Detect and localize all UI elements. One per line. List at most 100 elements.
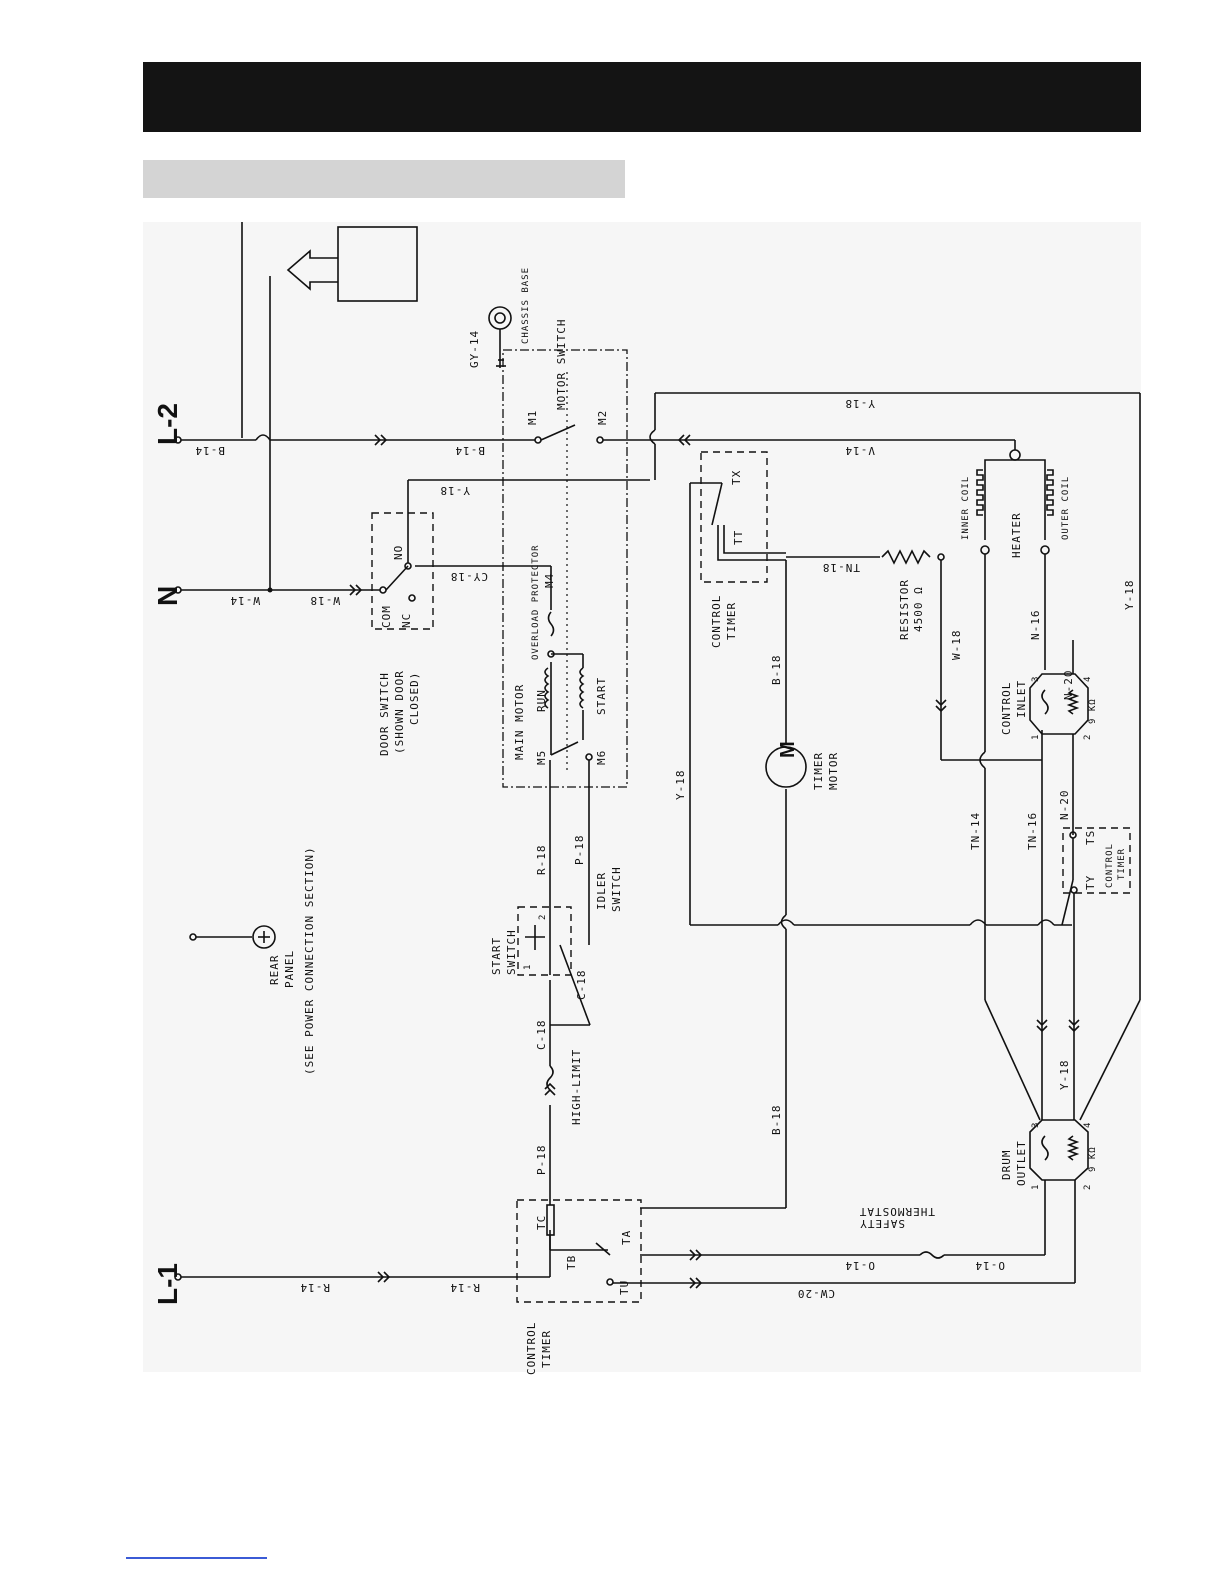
header-bar (143, 62, 1141, 132)
tb-label: TB (565, 1255, 578, 1270)
idler-switch-label-1: IDLER (595, 872, 608, 910)
drum-resistor: 9 KΩ (1088, 1146, 1098, 1172)
inlet-resistor: 9 KΩ (1088, 698, 1098, 724)
tt-label: TT (732, 530, 745, 545)
wire-b18-upper: B-18 (770, 655, 783, 686)
no-label: NO (392, 545, 405, 560)
high-limit-label: HIGH-LIMIT (570, 1049, 583, 1125)
wire-tn16: TN-16 (1026, 812, 1039, 850)
wire-cw20: CW-20 (797, 1287, 835, 1300)
com-label: COM (380, 605, 393, 628)
door-shown-label: (SHOWN DOOR (393, 670, 406, 754)
control-inlet-label-2: INLET (1015, 680, 1028, 718)
drum-pin-1: 1 (1031, 1184, 1041, 1190)
control-timer-lower-2: TIMER (1117, 848, 1127, 880)
wire-tn14: TN-14 (969, 812, 982, 850)
rear-panel-ground: REAR PANEL (SEE POWER CONNECTION SECTION… (189, 846, 316, 1075)
wire-tn18: TN-18 (822, 561, 860, 574)
wire-n20-mid: N-20 (1058, 790, 1071, 821)
m2-label: M2 (596, 410, 609, 425)
drum-outlet-label-2: OUTLET (1015, 1140, 1028, 1186)
control-timer-upper: TX TT CONTROL TIMER (689, 451, 786, 925)
wire-gy14: GY-14 (468, 330, 481, 368)
rear-label-3: (SEE POWER CONNECTION SECTION) (303, 846, 316, 1075)
wire-n16: N-16 (1029, 610, 1042, 641)
wire-cy18: CY-18 (450, 570, 488, 583)
wire-r14-b: R-14 (450, 1281, 481, 1294)
control-timer-lower-1: CONTROL (1105, 843, 1115, 888)
control-timer-upper-1: CONTROL (710, 595, 723, 648)
motor-m-symbol: M (777, 741, 799, 758)
inner-coil-label: INNER COIL (961, 476, 971, 540)
rear-label-1: REAR (268, 955, 281, 986)
rear-label-2: PANEL (283, 950, 296, 988)
wire-r14-a: R-14 (300, 1281, 331, 1294)
control-timer-lower: TS TY CONTROL TIMER Y-18 (1058, 827, 1131, 1120)
footer-link-underline[interactable] (126, 1557, 267, 1559)
outer-coil-label: OUTER COIL (1061, 476, 1071, 540)
y18-loop: Y-18 Y-18 (649, 392, 1141, 1121)
start-switch-label-1: START (490, 937, 503, 975)
start-switch-pin-1: 1 (523, 964, 533, 970)
timer-motor-label-1: TIMER (812, 752, 825, 790)
wire-c18: C-18 (535, 1020, 548, 1051)
drum-outlet-label-1: DRUM (1000, 1150, 1013, 1181)
ts-label: TS (1084, 830, 1097, 845)
l1-branch: L-1 R-14 R-14 TC TB TA TU CONTROL TIMER … (152, 760, 642, 1375)
control-inlet-label-1: CONTROL (1000, 682, 1013, 735)
top-leads (241, 222, 418, 590)
resistor-label: RESISTOR (898, 579, 911, 640)
l1-label: L-1 (152, 1263, 183, 1305)
m4-label: M4 (543, 573, 556, 588)
drum-outlet: 3 4 1 2 9 KΩ DRUM OUTLET (1000, 1119, 1098, 1283)
wire-c18-b: C-18 (575, 970, 588, 1001)
timer-motor-label-2: MOTOR (827, 752, 840, 790)
subheader-bar (143, 160, 625, 198)
door-closed-label: CLOSED) (408, 672, 421, 725)
thermostat-label: THERMOSTAT (859, 1205, 935, 1218)
wire-r18: R-18 (535, 845, 548, 876)
inlet-pin-4: 4 (1083, 676, 1093, 682)
control-timer-left-1: CONTROL (525, 1322, 538, 1375)
tc-label: TC (535, 1215, 548, 1230)
drum-pin-4: 4 (1083, 1122, 1093, 1128)
wire-o14-a: O-14 (845, 1259, 876, 1272)
chassis-base-label: CHASSIS BASE (521, 267, 531, 344)
m1-label: M1 (526, 410, 539, 425)
heater: INNER COIL OUTER COIL HEATER (961, 459, 1071, 558)
wire-y18-far: Y-18 (1123, 580, 1136, 611)
heater-label: HEATER (1010, 512, 1023, 558)
l2-line: L-2 B-14 B-14 (152, 403, 535, 457)
inlet-pin-3: 3 (1031, 676, 1041, 682)
chassis-ground: GY-14 CHASSIS BASE (468, 267, 531, 368)
start-label: START (595, 677, 608, 715)
wire-y18-top: Y-18 (440, 484, 471, 497)
motor-label: MOTOR SWITCH (555, 319, 568, 410)
safety-label: SAFETY (859, 1217, 905, 1230)
diagram-area (143, 222, 1141, 1372)
main-motor-label: MAIN MOTOR (513, 684, 526, 760)
wire-y18-left: Y-18 (674, 770, 687, 801)
inlet-pin-2: 2 (1083, 734, 1093, 740)
m5-label: M5 (535, 750, 548, 765)
wire-b14-a: B-14 (195, 444, 226, 457)
ty-label: TY (1084, 875, 1097, 890)
wire-w18-resistor: W-18 (950, 630, 963, 661)
start-switch-label-2: SWITCH (505, 929, 518, 975)
drum-pin-2: 2 (1083, 1184, 1093, 1190)
n-line: N W-14 W-18 (152, 584, 380, 607)
resistor-line: TN-18 RESISTOR 4500 Ω W-18 (786, 549, 1042, 761)
m6-label: M6 (595, 750, 608, 765)
resistor-value: 4500 Ω (912, 586, 925, 632)
wire-w14: W-14 (230, 594, 261, 607)
wire-p18: P-18 (535, 1145, 548, 1176)
tu-label: TU (618, 1280, 631, 1295)
nc-label: NC (400, 613, 413, 628)
control-inlet: 3 4 1 2 9 KΩ CONTROL INLET N-20 N-20 (1000, 640, 1098, 835)
bottom-lines: O-14 SAFETY THERMOSTAT O-14 CW-20 (613, 1205, 1075, 1300)
control-timer-upper-2: TIMER (725, 602, 738, 640)
door-switch: COM NC NO DOOR SWITCH (SHOWN DOOR CLOSED… (371, 479, 650, 756)
ta-label: TA (620, 1230, 633, 1245)
wire-y18-drum: Y-18 (1058, 1060, 1071, 1091)
